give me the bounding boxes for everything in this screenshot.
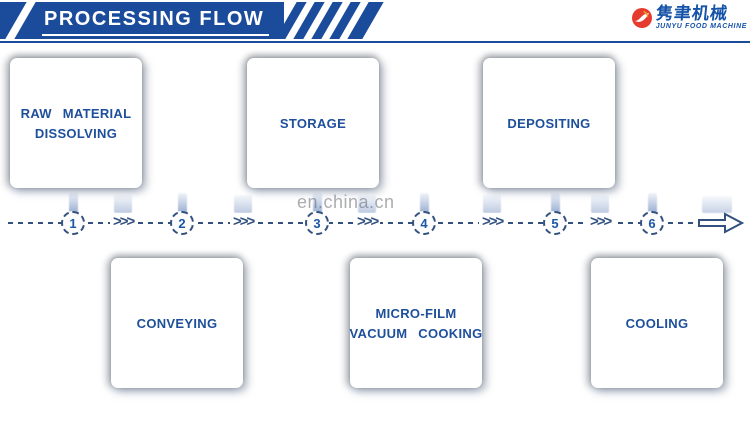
flow-card-micro-film-vacuum-cooking: MICRO-FILM VACUUM COOKING [350,258,482,388]
flow-end-arrow-icon [698,212,744,234]
step-number: 6 [648,215,656,231]
flow-card-cooling: COOLING [591,258,723,388]
brand-logo-icon [631,8,652,28]
card-label-line: CONVEYING [136,315,218,331]
watermark-text: en.china.cn [297,192,395,212]
header-bar [0,2,284,39]
card-label-line: VACUUM COOKING [349,325,483,341]
card-label-line: STORAGE [279,115,347,131]
streak [551,193,560,213]
step-number: 1 [69,215,77,231]
chevron-arrows-icon: >>> [230,213,257,231]
brand-text: 隽聿机械 JUNYU FOOD MACHINE [654,4,747,30]
step-marker-2: 2 [170,211,194,235]
streak [591,195,609,213]
header-diagonal-stripes [275,2,384,39]
chevron-arrows-icon: >>> [587,213,614,231]
streak [420,193,429,213]
page-title: PROCESSING FLOW [42,8,270,36]
chevron-arrows-icon: >>> [354,213,381,231]
card-label-line: MICRO-FILM [375,305,457,321]
card-label-line: COOLING [625,315,689,331]
step-marker-6: 6 [640,211,664,235]
streak [483,195,501,213]
brand-name-cn: 隽聿机械 [654,4,729,23]
flow-card-conveying: CONVEYING [111,258,243,388]
streak [648,193,657,213]
chevron-arrows-icon: >>> [110,213,137,231]
card-label-line: DEPOSITING [507,115,591,131]
flow-dashed-line [8,222,696,224]
step-marker-5: 5 [543,211,567,235]
flow-card-depositing: DEPOSITING [483,58,615,188]
step-marker-1: 1 [61,211,85,235]
brand-name-en: JUNYU FOOD MACHINE [655,23,747,30]
chevron-arrows-icon: >>> [479,213,506,231]
step-marker-4: 4 [412,211,436,235]
card-label-line: RAW MATERIAL [20,105,132,121]
step-marker-3: 3 [305,211,329,235]
step-number: 2 [178,215,186,231]
streak [69,193,78,213]
streak [702,196,732,213]
step-number: 5 [551,215,559,231]
streak [234,195,252,213]
streak [313,193,322,213]
streak [358,195,376,213]
step-number: 3 [313,215,321,231]
card-label-line: DISSOLVING [34,125,118,141]
flow-card-raw-material-dissolving: RAW MATERIAL DISSOLVING [10,58,142,188]
header-rule-line [0,41,750,43]
streak [114,195,132,213]
streak [178,193,187,213]
brand-logo: 隽聿机械 JUNYU FOOD MACHINE [630,4,747,30]
flow-card-storage: STORAGE [247,58,379,188]
step-number: 4 [420,215,428,231]
